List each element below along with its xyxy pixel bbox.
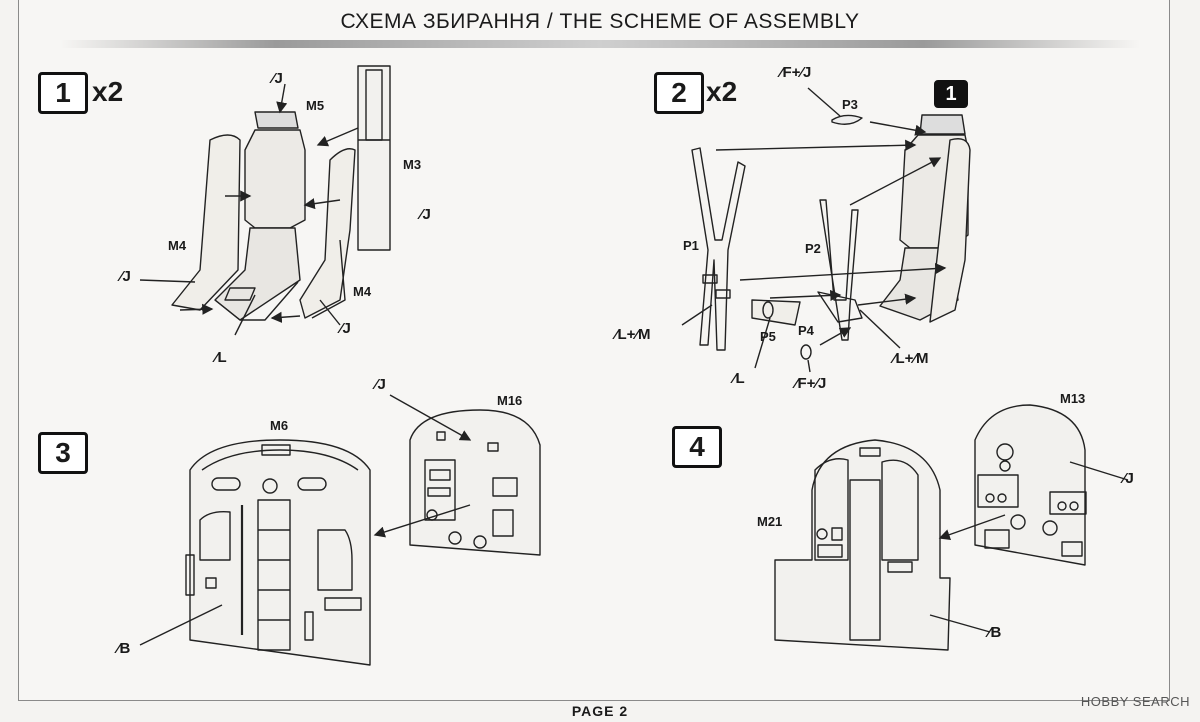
part-p3-drawing xyxy=(831,114,863,125)
harness-p1-drawing xyxy=(691,147,746,351)
part-label-p5: P5 xyxy=(760,329,776,344)
harness-p2-drawing xyxy=(817,199,863,341)
part-p5-drawing xyxy=(751,299,801,326)
part-label-p4: P4 xyxy=(798,323,814,338)
part-label-p3: P3 xyxy=(842,97,858,112)
paint-note-s2-fj2: ⁄F+⁄J xyxy=(795,375,827,392)
part-label-m21: M21 xyxy=(757,514,783,529)
paint-note-s1-j2: ⁄J xyxy=(420,206,431,223)
step-3-panel-m16-drawing xyxy=(409,409,541,556)
part-label-m3: M3 xyxy=(403,157,422,172)
paint-note-s1-l: ⁄L xyxy=(215,349,227,366)
part-p4-drawing xyxy=(800,344,812,360)
part-label-m16: M16 xyxy=(497,393,523,408)
part-label-m5: M5 xyxy=(306,98,325,113)
step-2-badge: 2 xyxy=(654,72,704,114)
paint-note-s3-b: ⁄B xyxy=(117,640,131,657)
part-label-m13: M13 xyxy=(1060,391,1086,406)
part-label-m4-right: M4 xyxy=(353,284,372,299)
step-4-panel-m13-drawing xyxy=(974,404,1087,566)
page-title: СХЕМА ЗБИРАННЯ / THE SCHEME OF ASSEMBLY xyxy=(340,10,860,33)
paint-note-s2-lm1: ⁄L+⁄M xyxy=(615,326,651,343)
paint-note-s1-j3: ⁄J xyxy=(120,268,131,285)
step-4-badge: 4 xyxy=(672,426,722,468)
step-1-multiplier: x2 xyxy=(92,76,124,107)
step-4-bulkhead-drawing xyxy=(774,439,951,651)
paint-note-s4-j: ⁄J xyxy=(1123,470,1134,487)
part-label-p2: P2 xyxy=(805,241,821,256)
title-underline xyxy=(60,40,1140,48)
paint-note-s2-lm2: ⁄L+⁄M xyxy=(893,350,929,367)
step-1-badge: 1 xyxy=(38,72,88,114)
step-2-multiplier: x2 xyxy=(706,76,738,107)
paint-note-s1-j1: ⁄J xyxy=(272,70,283,87)
watermark: HOBBY SEARCH xyxy=(1080,694,1190,709)
step-3-bulkhead-drawing xyxy=(185,439,371,666)
paint-note-s3-j: ⁄J xyxy=(375,376,386,393)
step-3-badge: 3 xyxy=(38,432,88,474)
paint-note-s1-j4: ⁄J xyxy=(340,320,351,337)
paint-note-s2-l: ⁄L xyxy=(733,370,745,387)
part-label-m6: M6 xyxy=(270,418,289,433)
paint-note-s4-b: ⁄B xyxy=(988,624,1002,641)
part-label-p1: P1 xyxy=(683,238,699,253)
step-1-seat-drawing xyxy=(171,65,391,321)
part-label-m4-left: M4 xyxy=(168,238,187,253)
step-2-seat-drawing xyxy=(879,114,971,323)
step-2-reference-badge: 1 xyxy=(934,80,968,108)
paint-note-s2-fj1: ⁄F+⁄J xyxy=(780,64,812,81)
page-number: PAGE 2 xyxy=(571,703,629,719)
